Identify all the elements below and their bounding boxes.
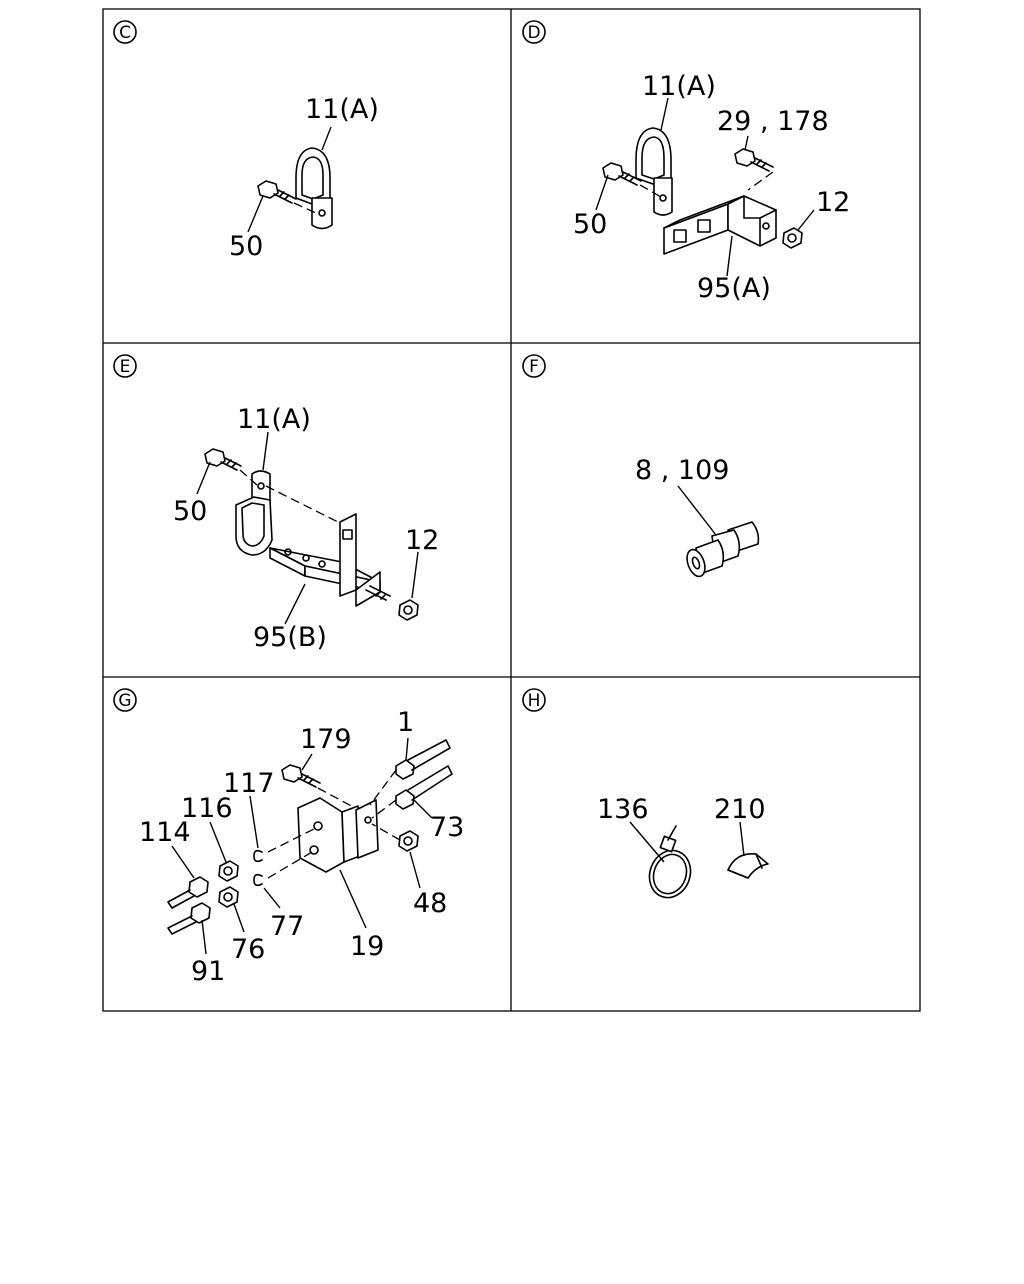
label-117-g: 117 xyxy=(223,768,275,799)
label-95a-d: 95(A) xyxy=(697,273,771,304)
label-11a-e: 11(A) xyxy=(237,404,311,435)
label-11a-c: 11(A) xyxy=(305,94,379,125)
svg-text:E: E xyxy=(120,357,131,377)
panel-c: C 11(A) 50 xyxy=(113,20,379,262)
ring-77 xyxy=(253,873,263,887)
label-136-h: 136 xyxy=(597,794,649,825)
bracket-19 xyxy=(297,797,379,873)
label-29-178-d: 29 , 178 xyxy=(717,106,829,137)
panel-e: E xyxy=(113,354,439,653)
label-91-g: 91 xyxy=(191,956,225,987)
label-50-c: 50 xyxy=(229,231,263,262)
label-12-e: 12 xyxy=(405,525,439,556)
panel-f: F 8 , 109 xyxy=(522,354,760,578)
panel-grid xyxy=(102,8,921,1012)
panel-f-marker: F xyxy=(522,354,546,378)
label-19-g: 19 xyxy=(350,931,384,962)
cable-tie-136 xyxy=(648,825,692,899)
label-95b-e: 95(B) xyxy=(253,622,327,653)
nut-116 xyxy=(218,860,239,882)
label-114-g: 114 xyxy=(139,817,191,848)
panel-g-marker: G xyxy=(113,688,137,712)
svg-text:D: D xyxy=(527,23,540,43)
screw-91 xyxy=(167,902,211,935)
label-1-g: 1 xyxy=(397,707,414,738)
fitting-1 xyxy=(395,739,451,780)
panel-d-marker: D xyxy=(522,20,546,44)
label-50-d: 50 xyxy=(573,209,607,240)
screw-114 xyxy=(167,876,209,909)
bolt-50-c xyxy=(257,180,297,204)
bolt-12-e xyxy=(365,585,391,601)
label-210-h: 210 xyxy=(714,794,766,825)
panel-h-marker: H xyxy=(522,688,546,712)
label-8-109-f: 8 , 109 xyxy=(635,455,729,486)
panel-g: G xyxy=(113,688,464,987)
svg-text:G: G xyxy=(118,691,131,711)
label-116-g: 116 xyxy=(181,793,233,824)
svg-text:C: C xyxy=(119,23,131,43)
label-76-g: 76 xyxy=(231,934,265,965)
bolt-29-178-d xyxy=(734,148,774,172)
panel-h: H 136 210 xyxy=(522,688,769,899)
svg-text:H: H xyxy=(528,691,541,711)
nut-76 xyxy=(218,886,239,908)
label-73-g: 73 xyxy=(430,812,464,843)
nut-48 xyxy=(398,830,419,852)
panel-d: D xyxy=(522,20,850,304)
label-179-g: 179 xyxy=(300,724,352,755)
bracket-95b xyxy=(269,513,381,607)
fitting-8-109 xyxy=(686,521,760,578)
bracket-95a xyxy=(663,195,777,255)
clip-11a-e xyxy=(235,470,273,556)
label-12-d: 12 xyxy=(816,187,850,218)
label-11a-d: 11(A) xyxy=(642,71,716,102)
bolt-179 xyxy=(281,764,321,788)
panel-c-marker: C xyxy=(113,20,137,44)
ring-117 xyxy=(253,849,263,863)
clip-11a-c xyxy=(295,147,333,230)
label-48-g: 48 xyxy=(413,888,447,919)
panel-e-marker: E xyxy=(113,354,137,378)
nut-12-e xyxy=(398,599,419,621)
fitting-73 xyxy=(395,765,453,810)
nut-12-d xyxy=(782,227,803,249)
label-50-e: 50 xyxy=(173,496,207,527)
bolt-50-e xyxy=(204,448,242,471)
svg-text:F: F xyxy=(529,357,539,377)
label-77-g: 77 xyxy=(270,911,304,942)
clip-11a-d xyxy=(635,127,673,216)
band-210 xyxy=(727,853,769,879)
